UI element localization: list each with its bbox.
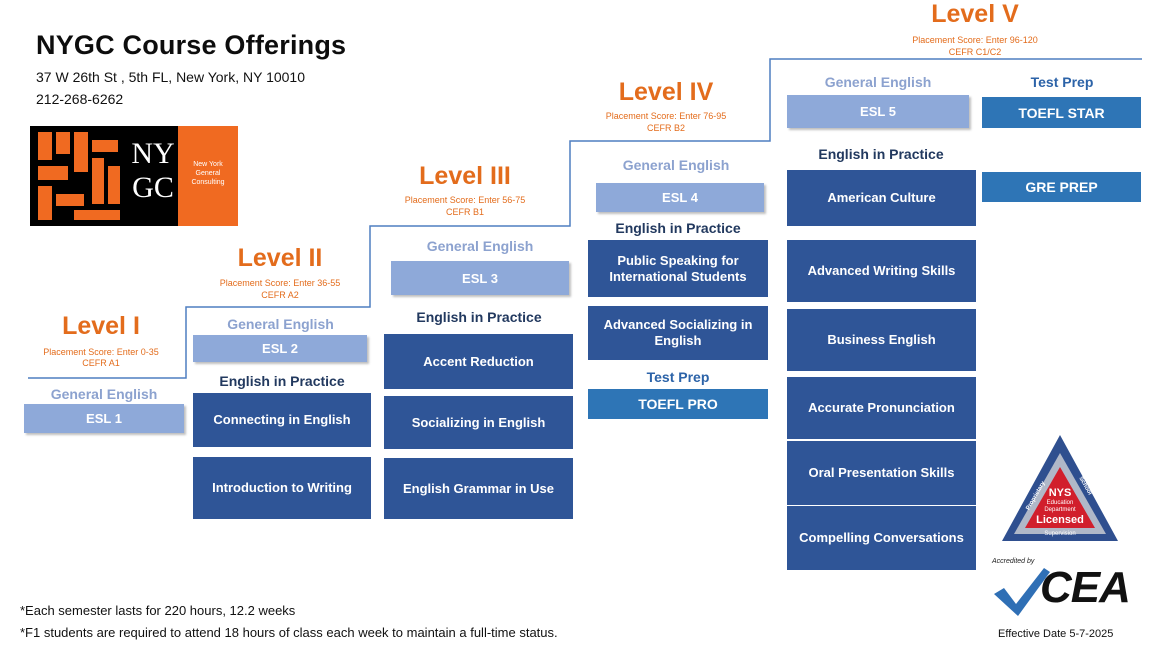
course-compelling-conversations: Compelling Conversations	[787, 506, 976, 570]
cea-accreditation-logo: Accredited by CEA	[990, 558, 1150, 618]
course-advanced-writing-skills: Advanced Writing Skills	[787, 240, 976, 302]
level-2-english-in-practice: English in Practice	[219, 373, 345, 389]
nys-licensed-seal: NYS Education Department Licensed Superv…	[1000, 433, 1120, 545]
cea-checkmark-icon	[994, 568, 1050, 616]
level-4-general-english: General English	[622, 157, 730, 173]
level-3-general-english: General English	[426, 238, 534, 254]
level-3-title: Level III	[419, 162, 511, 190]
footnote-semester: *Each semester lasts for 220 hours, 12.2…	[20, 603, 296, 618]
cea-mark-text: CEA	[1040, 563, 1131, 612]
level-4-placement: Placement Score: Enter 76-95	[605, 111, 727, 121]
level-2-general-english: General English	[227, 316, 334, 332]
cea-accredited-by-text: Accredited by	[992, 558, 1035, 565]
seal-nys-text: NYS	[1048, 487, 1072, 499]
logo-subtext-line1: New York	[193, 161, 223, 168]
gre-prep-box: GRE PREP	[982, 172, 1141, 202]
course-english-grammar-in-use: English Grammar in Use	[384, 458, 573, 519]
logo-subtext: New York General Consulting	[180, 160, 236, 187]
course-public-speaking: Public Speaking for International Studen…	[588, 240, 768, 297]
level-4-test-prep: Test Prep	[646, 369, 710, 385]
logo-subtext-line3: Consulting	[191, 179, 225, 186]
logo-letters-ny: NY	[131, 137, 175, 170]
address: 37 W 26th St , 5th FL, New York, NY 1001…	[36, 69, 306, 85]
esl-5-box: ESL 5	[787, 95, 969, 128]
level-2-placement: Placement Score: Enter 36-55	[219, 278, 341, 288]
toefl-pro-box: TOEFL PRO	[588, 389, 768, 419]
level-4-title: Level IV	[618, 78, 714, 106]
nygc-logo: NY GC New York General Consulting	[30, 126, 238, 226]
footnote-f1-students: *F1 students are required to attend 18 h…	[20, 625, 558, 640]
level-2-cefr: CEFR A2	[261, 290, 299, 300]
level-5-cefr: CEFR C1/C2	[948, 47, 1002, 57]
level-5-english-in-practice: English in Practice	[818, 146, 944, 162]
level-2-title: Level II	[237, 244, 323, 272]
level-1-general-english: General English	[50, 386, 158, 402]
level-3-english-in-practice: English in Practice	[416, 309, 542, 325]
phone-number: 212-268-6262	[36, 91, 124, 107]
course-oral-presentation-skills: Oral Presentation Skills	[787, 441, 976, 505]
seal-supervision-text: Supervision	[1044, 531, 1076, 537]
level-4-english-in-practice: English in Practice	[615, 220, 741, 236]
seal-licensed-text: Licensed	[1036, 514, 1084, 526]
level-1-placement: Placement Score: Enter 0-35	[43, 347, 159, 357]
course-accent-reduction: Accent Reduction	[384, 334, 573, 389]
esl-4-box: ESL 4	[596, 183, 764, 212]
page-title: NYGC Course Offerings	[36, 30, 347, 60]
level-5-title: Level V	[931, 0, 1019, 28]
level-5-test-prep: Test Prep	[1030, 74, 1094, 90]
seal-education-text: Education	[1046, 500, 1074, 506]
logo-letters-gc: GC	[132, 171, 174, 204]
level-3-placement: Placement Score: Enter 56-75	[404, 195, 526, 205]
course-american-culture: American Culture	[787, 170, 976, 226]
course-socializing-in-english: Socializing in English	[384, 396, 573, 449]
nys-seal-triangle-icon	[1002, 435, 1118, 541]
level-3-cefr: CEFR B1	[445, 207, 484, 217]
level-5-general-english: General English	[824, 74, 932, 90]
level-4-cefr: CEFR B2	[646, 123, 685, 133]
seal-department-text: Department	[1044, 507, 1076, 513]
effective-date: Effective Date 5-7-2025	[998, 628, 1114, 640]
esl-1-box: ESL 1	[24, 404, 184, 433]
logo-maze-icon	[30, 126, 238, 226]
level-1-cefr: CEFR A1	[82, 358, 120, 368]
course-advanced-socializing: Advanced Socializing in English	[588, 306, 768, 360]
esl-2-box: ESL 2	[193, 335, 367, 362]
course-connecting-in-english: Connecting in English	[193, 393, 371, 447]
esl-3-box: ESL 3	[391, 261, 569, 295]
course-introduction-to-writing: Introduction to Writing	[193, 457, 371, 519]
course-accurate-pronunciation: Accurate Pronunciation	[787, 377, 976, 439]
level-1-title: Level I	[62, 312, 140, 340]
logo-subtext-line2: General	[195, 170, 221, 177]
level-5-placement: Placement Score: Enter 96-120	[912, 35, 1038, 45]
toefl-star-box: TOEFL STAR	[982, 97, 1141, 128]
course-business-english: Business English	[787, 309, 976, 371]
